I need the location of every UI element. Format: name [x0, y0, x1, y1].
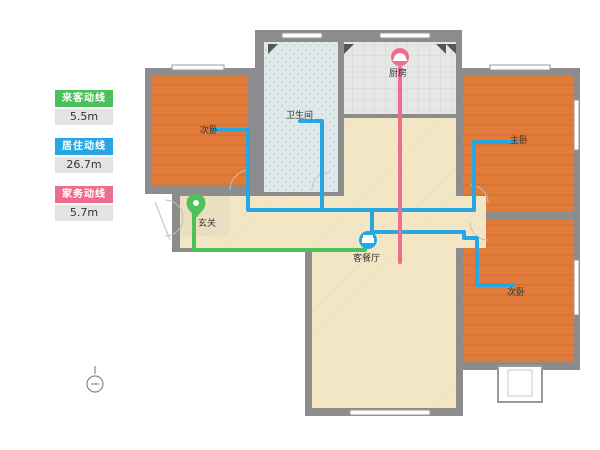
flow-paths	[192, 66, 517, 287]
fixtures	[268, 44, 456, 54]
room-label-bathroom: 卫生间	[286, 109, 313, 121]
room-label-living-dining: 客餐厅	[353, 252, 380, 264]
legend-value-guest: 5.5m	[55, 109, 113, 125]
legend-label-living: 居住动线	[55, 138, 113, 155]
legend-value-living: 26.7m	[55, 157, 113, 173]
living-path-left	[211, 128, 374, 242]
room-label-master-bedroom: 主卧	[510, 134, 528, 146]
kitchen-marker-icon	[391, 48, 409, 66]
legend-label-guest: 来客动线	[55, 90, 113, 107]
room-bathroom	[264, 42, 338, 192]
windows	[171, 32, 580, 416]
room-label-bedroom-left: 次卧	[200, 124, 218, 136]
legend-label-chores: 家务动线	[55, 186, 113, 203]
legend-item-chores: 家务动线 5.7m	[55, 186, 115, 221]
room-corridor	[180, 196, 486, 248]
living-path-right	[370, 230, 515, 287]
room-label-bedroom-right: 次卧	[507, 286, 525, 298]
legend-value-chores: 5.7m	[55, 205, 113, 221]
legend-item-living: 居住动线 26.7m	[55, 138, 115, 173]
room-living	[312, 248, 456, 408]
room-label-entrance: 玄关	[198, 217, 216, 229]
living-path-master	[370, 140, 517, 212]
room-label-kitchen: 厨房	[389, 67, 407, 79]
living-path-bath	[298, 119, 324, 212]
entrance-marker-icon	[186, 194, 206, 218]
compass-icon	[86, 366, 104, 393]
sofa-marker-icon	[359, 231, 377, 249]
legend-item-guest: 来客动线 5.5m	[55, 90, 115, 125]
balcony	[497, 365, 543, 403]
